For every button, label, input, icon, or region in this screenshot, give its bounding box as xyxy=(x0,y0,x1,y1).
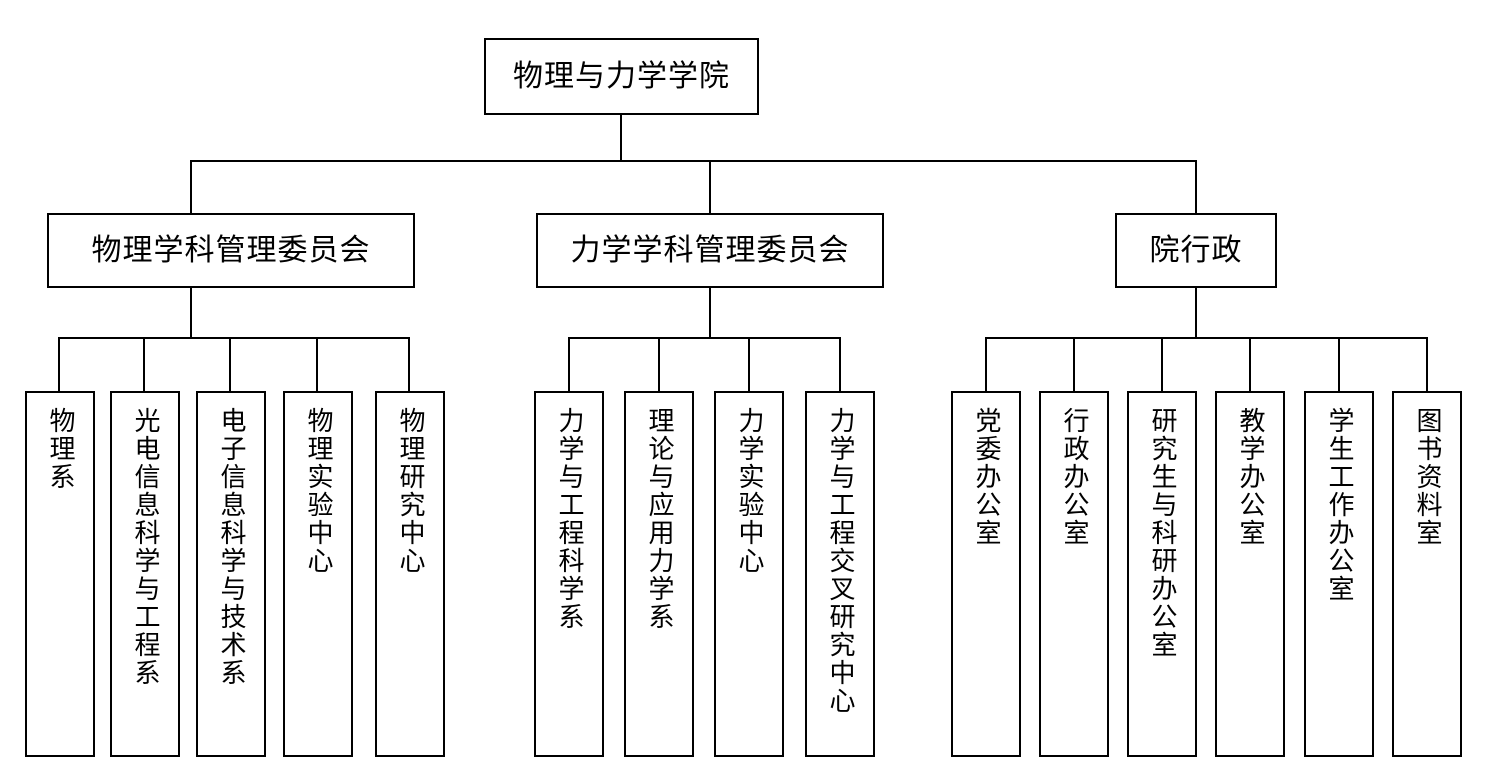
node-leaf-3-4-label: 教学办公室 xyxy=(1235,407,1265,547)
edge-branch-2-stem xyxy=(709,288,711,338)
node-leaf-3-6-label: 图书资料室 xyxy=(1412,407,1442,547)
node-leaf-2-3-label: 力学实验中心 xyxy=(734,407,764,575)
node-root-label: 物理与力学学院 xyxy=(513,59,730,94)
edge-drop-1-3 xyxy=(229,337,231,391)
node-branch-physics-committee[interactable]: 物理学科管理委员会 xyxy=(47,213,415,288)
node-leaf-mechanics-experiment-center[interactable]: 力学实验中心 xyxy=(714,391,784,757)
node-leaf-electronic-info-sci-tech-dept[interactable]: 电子信息科学与技术系 xyxy=(196,391,266,757)
node-root[interactable]: 物理与力学学院 xyxy=(484,38,759,115)
edge-drop-2-1 xyxy=(568,337,570,391)
node-leaf-mechanics-eng-interdisciplinary-research-center[interactable]: 力学与工程交叉研究中心 xyxy=(805,391,875,757)
edge-drop-2-4 xyxy=(839,337,841,391)
node-branch-college-administration[interactable]: 院行政 xyxy=(1115,213,1277,288)
edge-branch-2-bus xyxy=(568,337,841,339)
edge-drop-1-1 xyxy=(58,337,60,391)
edge-drop-1-4 xyxy=(316,337,318,391)
node-leaf-administrative-office[interactable]: 行政办公室 xyxy=(1039,391,1109,757)
node-leaf-1-3-label: 电子信息科学与技术系 xyxy=(216,407,246,687)
node-leaf-physics-experiment-center[interactable]: 物理实验中心 xyxy=(283,391,353,757)
edge-drop-3-3 xyxy=(1161,337,1163,391)
edge-drop-2-2 xyxy=(658,337,660,391)
node-leaf-party-committee-office[interactable]: 党委办公室 xyxy=(951,391,1021,757)
edge-branch-3-stem xyxy=(1195,288,1197,338)
node-leaf-mechanics-eng-science-dept[interactable]: 力学与工程科学系 xyxy=(534,391,604,757)
edge-drop-branch-3 xyxy=(1195,160,1197,213)
node-leaf-3-3-label: 研究生与科研办公室 xyxy=(1147,407,1177,659)
edge-drop-3-4 xyxy=(1249,337,1251,391)
edge-branch-1-stem xyxy=(190,288,192,338)
edge-drop-3-1 xyxy=(985,337,987,391)
node-leaf-physics-dept[interactable]: 物理系 xyxy=(25,391,95,757)
node-leaf-2-1-label: 力学与工程科学系 xyxy=(554,407,584,631)
node-leaf-2-4-label: 力学与工程交叉研究中心 xyxy=(825,407,855,715)
edge-branch-3-bus xyxy=(985,337,1428,339)
edge-root-bus xyxy=(190,160,1197,162)
node-leaf-1-4-label: 物理实验中心 xyxy=(303,407,333,575)
edge-branch-1-bus xyxy=(58,337,410,339)
edge-drop-3-2 xyxy=(1073,337,1075,391)
node-leaf-1-5-label: 物理研究中心 xyxy=(395,407,425,575)
node-leaf-physics-research-center[interactable]: 物理研究中心 xyxy=(375,391,445,757)
node-branch-3-label: 院行政 xyxy=(1149,233,1243,268)
edge-drop-branch-1 xyxy=(190,160,192,213)
node-leaf-3-2-label: 行政办公室 xyxy=(1059,407,1089,547)
node-leaf-1-2-label: 光电信息科学与工程系 xyxy=(130,407,160,687)
edge-drop-3-6 xyxy=(1426,337,1428,391)
node-leaf-3-5-label: 学生工作办公室 xyxy=(1324,407,1354,603)
edge-drop-1-2 xyxy=(143,337,145,391)
node-branch-mechanics-committee[interactable]: 力学学科管理委员会 xyxy=(536,213,884,288)
node-leaf-student-affairs-office[interactable]: 学生工作办公室 xyxy=(1304,391,1374,757)
edge-drop-branch-2 xyxy=(709,160,711,213)
node-leaf-3-1-label: 党委办公室 xyxy=(971,407,1001,547)
node-leaf-2-2-label: 理论与应用力学系 xyxy=(644,407,674,631)
node-leaf-teaching-office[interactable]: 教学办公室 xyxy=(1215,391,1285,757)
node-leaf-optoelectronic-info-sci-eng-dept[interactable]: 光电信息科学与工程系 xyxy=(110,391,180,757)
edge-drop-2-3 xyxy=(748,337,750,391)
node-leaf-theoretical-applied-mechanics-dept[interactable]: 理论与应用力学系 xyxy=(624,391,694,757)
node-branch-2-label: 力学学科管理委员会 xyxy=(570,233,850,268)
node-leaf-graduate-research-office[interactable]: 研究生与科研办公室 xyxy=(1127,391,1197,757)
node-leaf-1-1-label: 物理系 xyxy=(45,407,75,491)
node-branch-1-label: 物理学科管理委员会 xyxy=(91,233,371,268)
edge-drop-3-5 xyxy=(1338,337,1340,391)
node-leaf-library-reference-room[interactable]: 图书资料室 xyxy=(1392,391,1462,757)
edge-drop-1-5 xyxy=(408,337,410,391)
edge-root-stem xyxy=(620,115,622,161)
